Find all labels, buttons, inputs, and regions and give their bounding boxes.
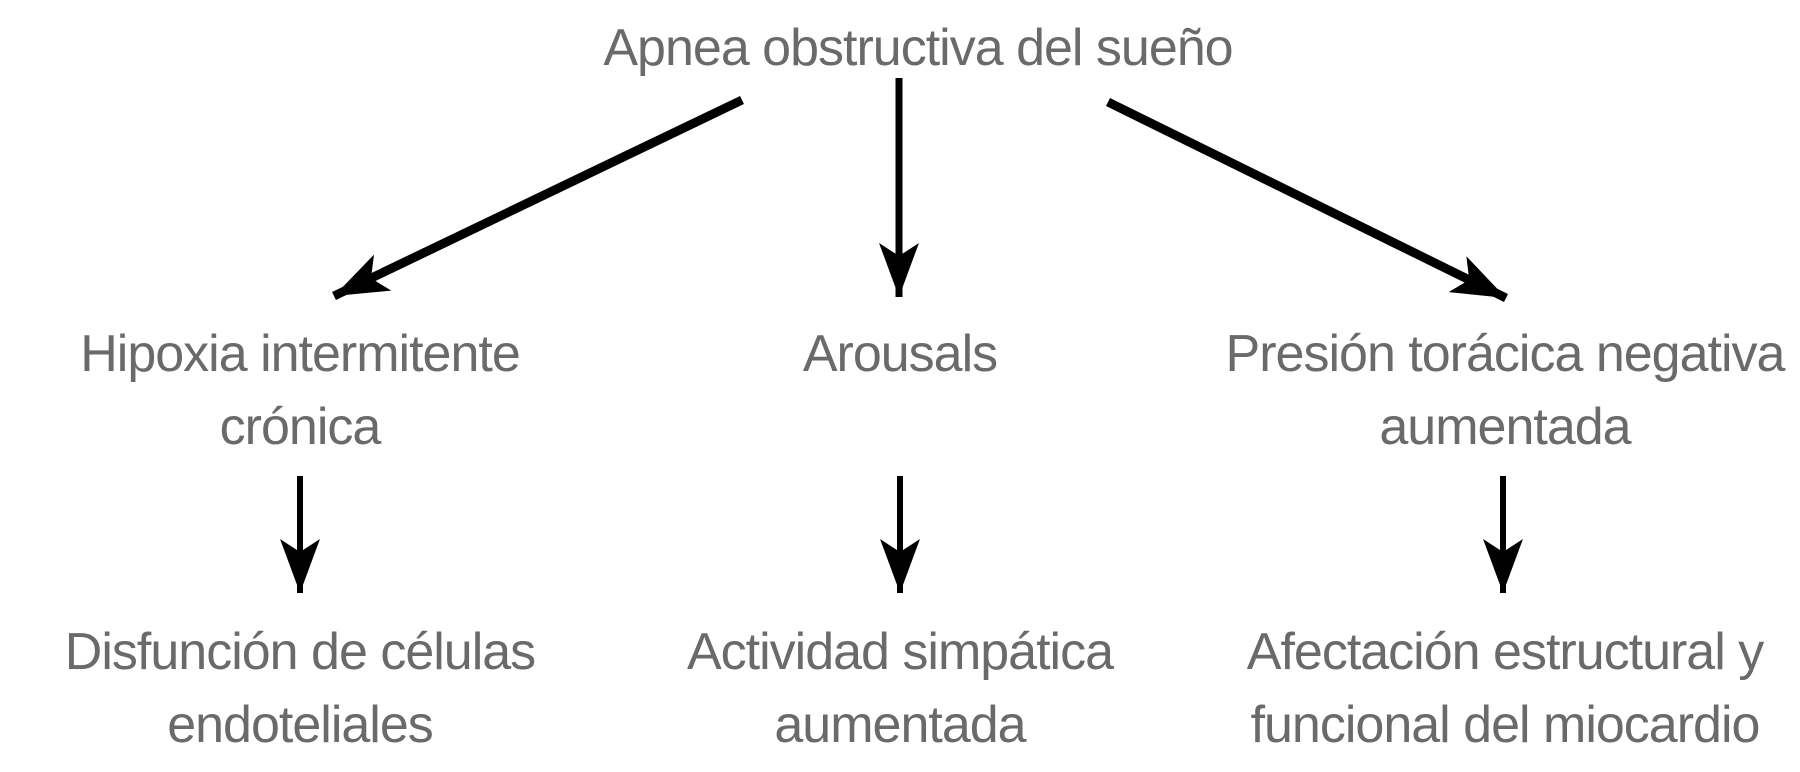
node-effect-actividad: Actividad simpática aumentada bbox=[600, 616, 1200, 762]
node-effect-disfuncion: Disfunción de células endoteliales bbox=[0, 616, 600, 762]
node-label-line: funcional del miocardio bbox=[1250, 696, 1761, 754]
node-label-line: aumentada bbox=[774, 696, 1026, 754]
node-label-line: Arousals bbox=[802, 325, 998, 383]
arrow-root-to-presion bbox=[1106, 97, 1508, 303]
node-label-line: Hipoxia intermitente bbox=[80, 325, 521, 383]
node-label-line: Actividad simpática bbox=[686, 623, 1114, 681]
node-label-line: aumentada bbox=[1379, 398, 1631, 456]
node-label-line: Disfunción de células bbox=[64, 623, 536, 681]
node-cause-arousals: Arousals bbox=[600, 318, 1200, 391]
node-cause-presion: Presión torácica negativa aumentada bbox=[1205, 318, 1800, 464]
arrow-root-to-hipoxia bbox=[332, 95, 744, 301]
node-effect-afectacion: Afectación estructural y funcional del m… bbox=[1205, 616, 1800, 762]
node-label-line: Afectación estructural y bbox=[1246, 623, 1764, 681]
node-cause-hipoxia: Hipoxia intermitente crónica bbox=[0, 318, 600, 464]
node-label-line: Presión torácica negativa bbox=[1225, 325, 1786, 383]
node-label-line: crónica bbox=[219, 398, 382, 456]
node-root-label: Apnea obstructiva del sueño bbox=[603, 19, 1233, 77]
node-root: Apnea obstructiva del sueño bbox=[318, 18, 1518, 78]
node-label-line: endoteliales bbox=[167, 696, 434, 754]
